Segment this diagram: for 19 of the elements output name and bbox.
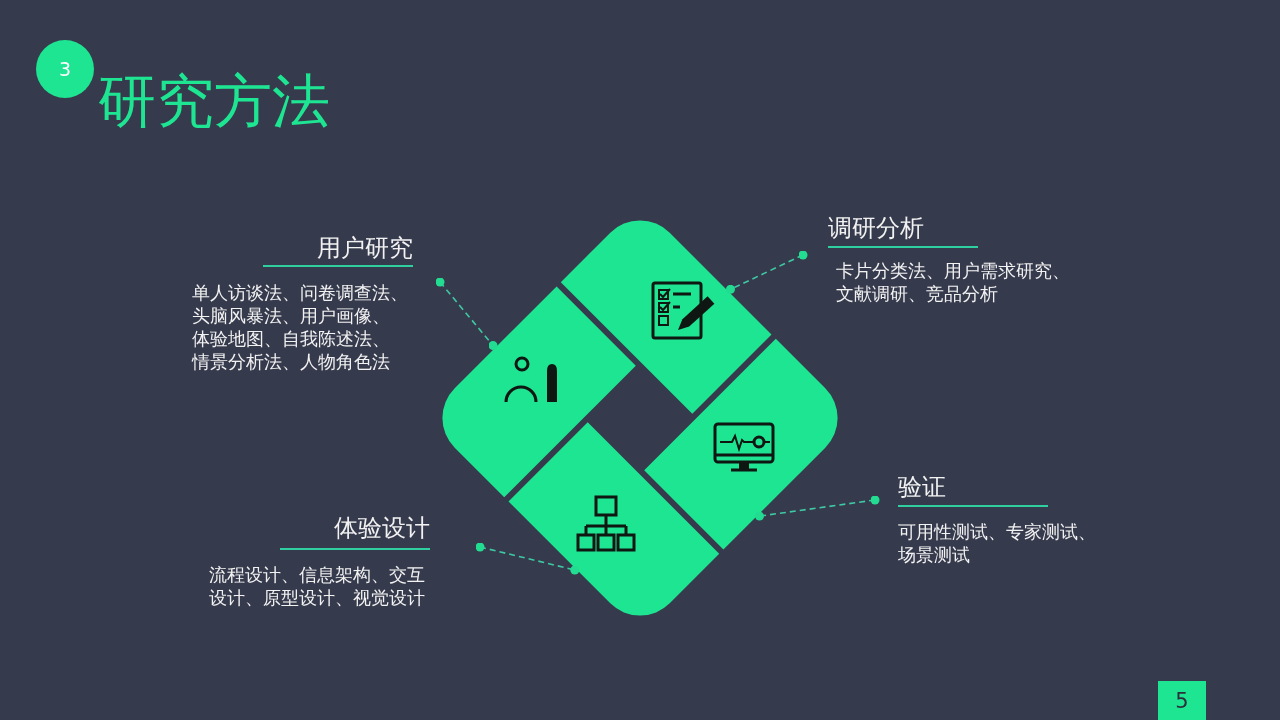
quadrant-tile (508, 422, 720, 616)
quadrant-tile (442, 286, 636, 498)
quadrant-tile (560, 220, 772, 414)
quadrant-tile (644, 338, 838, 550)
method-list-text: 可用性测试、专家测试、场景测试 (898, 520, 1097, 566)
section-heading: 体验设计 (334, 513, 430, 544)
page-number: 5 (1158, 681, 1206, 720)
section-number-badge: 3 (36, 40, 94, 98)
method-list-text: 流程设计、信息架构、交互设计、原型设计、视觉设计 (209, 563, 426, 609)
leader-line (755, 495, 880, 521)
leader-line (726, 250, 808, 294)
method-list-text: 单人访谈法、问卷调查法、头脑风暴法、用户画像、体验地图、自我陈述法、情景分析法、人物角色法 (192, 281, 409, 373)
leader-line (435, 277, 498, 350)
leader-line (475, 542, 580, 575)
section-heading: 验证 (898, 472, 946, 503)
method-list-text: 卡片分类法、用户需求研究、文献调研、竞品分析 (836, 259, 1071, 305)
slide-title: 研究方法 (98, 66, 330, 136)
section-heading: 用户研究 (317, 233, 413, 264)
section-heading: 调研分析 (828, 213, 924, 244)
